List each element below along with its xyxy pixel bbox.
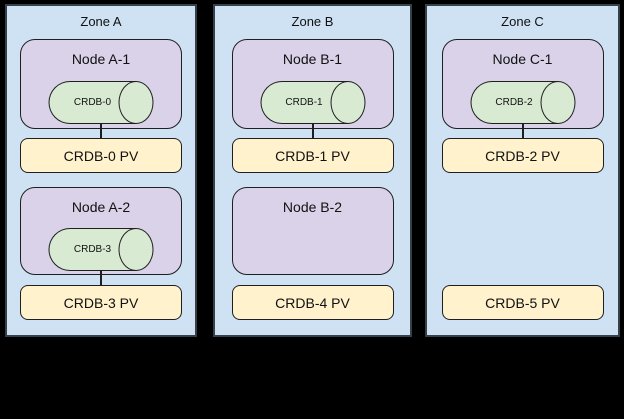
- pv-crdb-4-label: CRDB-4 PV: [275, 294, 350, 311]
- crdb-3-pod-label: CRDB-3: [73, 244, 112, 255]
- cylinder-cap-ellipse: [330, 81, 365, 124]
- connector-crdb-0-to-pv: [100, 123, 102, 138]
- node-c-1-label: Node C-1: [492, 51, 553, 67]
- node-b-1-label: Node B-1: [282, 51, 343, 67]
- crdb-3-pod-cylinder-icon: CRDB-3: [48, 228, 154, 271]
- pv-crdb-3: CRDB-3 PV: [20, 285, 182, 320]
- pv-crdb-2-label: CRDB-2 PV: [485, 147, 560, 164]
- pv-crdb-5-label: CRDB-5 PV: [485, 294, 560, 311]
- node-a-1-label: Node A-1: [71, 51, 131, 67]
- connector-crdb-3-to-pv: [100, 270, 102, 285]
- pv-crdb-2: CRDB-2 PV: [441, 138, 604, 173]
- cylinder-cap-ellipse: [540, 81, 575, 124]
- pv-crdb-1-label: CRDB-1 PV: [275, 147, 350, 164]
- node-b-1: Node B-1 CRDB-1: [231, 39, 394, 129]
- zone-b: Zone B Node B-1 CRDB-1 CRDB-1 PV Node B-…: [213, 4, 412, 337]
- node-a-2: Node A-2 CRDB-3: [20, 187, 182, 275]
- zone-b-title: Zone B: [291, 14, 334, 29]
- node-c-1: Node C-1 CRDB-2: [441, 39, 604, 129]
- zone-c: Zone C Node C-1 CRDB-2 CRDB-2 PV CRDB-5 …: [425, 4, 620, 337]
- cylinder-cap-ellipse: [118, 81, 154, 124]
- cylinder-cap-ellipse: [118, 228, 154, 271]
- node-b-2-label: Node B-2: [282, 199, 343, 215]
- pv-crdb-4: CRDB-4 PV: [231, 285, 394, 320]
- pv-crdb-0-label: CRDB-0 PV: [63, 147, 139, 164]
- pv-crdb-0: CRDB-0 PV: [20, 138, 182, 173]
- crdb-2-pod-label: CRDB-2: [495, 97, 533, 108]
- pv-crdb-3-label: CRDB-3 PV: [63, 294, 139, 311]
- zone-a: Zone A Node A-1 CRDB-0 CRDB-0 PV Node A-…: [5, 4, 197, 337]
- connector-crdb-1-to-pv: [311, 123, 314, 138]
- crdb-0-pod-cylinder-icon: CRDB-0: [48, 81, 154, 124]
- crdb-0-pod-label: CRDB-0: [73, 97, 112, 108]
- pv-crdb-5: CRDB-5 PV: [441, 285, 604, 320]
- zone-c-title: Zone C: [501, 14, 544, 29]
- zone-a-title: Zone A: [80, 14, 122, 29]
- crdb-1-pod-label: CRDB-1: [285, 97, 323, 108]
- crdb-2-pod-cylinder-icon: CRDB-2: [470, 81, 575, 124]
- connector-crdb-2-to-pv: [521, 123, 524, 138]
- node-a-2-label: Node A-2: [71, 199, 131, 215]
- crdb-1-pod-cylinder-icon: CRDB-1: [260, 81, 365, 124]
- node-a-1: Node A-1 CRDB-0: [20, 39, 182, 129]
- node-b-2-empty: Node B-2: [231, 187, 394, 275]
- pv-crdb-1: CRDB-1 PV: [231, 138, 394, 173]
